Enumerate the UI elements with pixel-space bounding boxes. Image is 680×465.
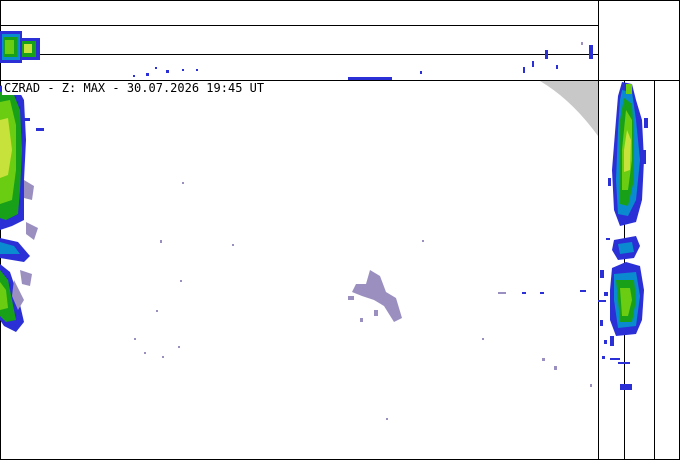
side-profile-echoes [598,82,648,390]
map-title: CZRAD - Z: MAX - 30.07.2026 19:45 UT [2,81,267,95]
main-map-echoes [0,82,592,420]
no-coverage-area [540,81,598,136]
top-profile-echoes [0,31,593,80]
